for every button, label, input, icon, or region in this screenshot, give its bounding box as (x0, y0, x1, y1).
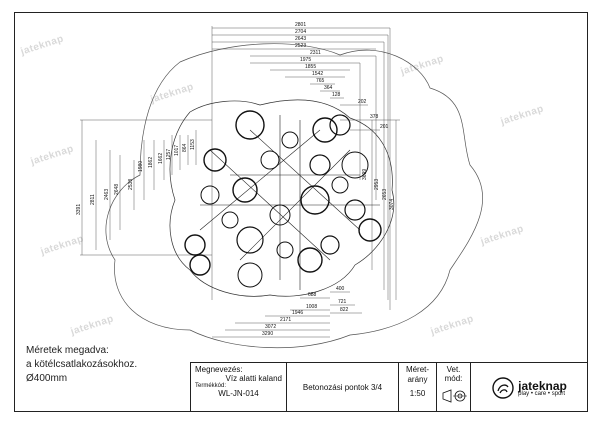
scale-label: Méret- (405, 365, 430, 374)
dim-label: 765 (316, 78, 325, 84)
drawing-sheet (14, 12, 588, 412)
name-label: Megnevezés: (195, 365, 243, 374)
bottom-dimensions (212, 291, 362, 338)
dim-label: 2523 (295, 43, 306, 49)
dim-label: 1542 (312, 71, 323, 77)
brand-tagline: play • care • sport (518, 390, 566, 397)
name-value: Víz alatti kaland (225, 374, 282, 383)
name-cell: Megnevezés: Víz alatti kaland Termékkód:… (191, 363, 287, 412)
note-line: Méretek megadva: (26, 345, 109, 356)
dim-label: 1153 (190, 139, 196, 150)
projection-cell: Vet. mód: (437, 363, 471, 412)
dim-label: 2704 (295, 29, 306, 35)
note-line: Ø400mm (26, 373, 68, 384)
top-dimension-labels: 2801 2704 2643 2523 2311 1975 1855 1542 … (295, 22, 341, 98)
dim-label: 1975 (300, 57, 311, 63)
dim-label: 1257 (166, 149, 172, 160)
code-value: WL-JN-014 (218, 389, 259, 398)
dim-label: 2643 (295, 36, 306, 42)
dim-label: 2953 (374, 179, 380, 190)
dim-label: 364 (324, 85, 333, 91)
dim-label: 400 (336, 286, 345, 292)
dim-label: 128 (332, 92, 341, 98)
left-dimension-labels: 3391 2811 2463 2648 2538 1980 1862 1662 … (76, 139, 196, 215)
right-dimension-labels: 202 378 201 3699 2953 2653 3074 (358, 99, 395, 210)
dim-label: 1946 (292, 310, 303, 316)
dim-label: 3699 (362, 169, 368, 180)
scale-label: arány (407, 375, 428, 384)
right-dimensions (340, 104, 400, 300)
view-label: Vet. mód: (444, 365, 463, 383)
dim-label: 3072 (265, 324, 276, 330)
dim-label: 202 (358, 99, 367, 105)
dim-label: 3290 (262, 331, 273, 337)
dim-label: 2801 (295, 22, 306, 28)
dim-label: 1855 (305, 64, 316, 70)
dim-label: 2463 (104, 189, 110, 200)
title-block: Megnevezés: Víz alatti kaland Termékkód:… (190, 362, 588, 412)
dim-label: 378 (370, 114, 379, 120)
dim-label: 2811 (90, 194, 96, 205)
brand-logo-icon (492, 376, 514, 399)
dim-label: 1980 (138, 161, 144, 172)
scale-cell: Méret- arány 1:50 (399, 363, 437, 412)
dim-label: 1008 (306, 304, 317, 310)
scale-value: 1:50 (409, 389, 426, 398)
dim-label: 721 (338, 299, 347, 305)
dim-label: 822 (340, 307, 349, 313)
dimension-notes: Méretek megadva: a kötélcsatlakozásokhoz… (26, 344, 137, 386)
concrete-points (184, 110, 382, 288)
dim-label: 2171 (280, 317, 291, 323)
bottom-dimension-labels: 400 688 721 1008 822 1946 2171 3072 3290 (262, 286, 349, 337)
top-dimensions (211, 26, 391, 310)
rope-network (199, 115, 380, 290)
dim-label: 2311 (310, 50, 321, 56)
dim-label: 3074 (389, 199, 395, 210)
dim-label: 1017 (174, 145, 180, 156)
dim-label: 201 (380, 124, 389, 130)
dim-label: 2648 (114, 184, 120, 195)
dim-label: 688 (308, 292, 317, 298)
drawing-title: Betonozási pontok 3/4 (287, 363, 399, 412)
dim-label: 1662 (158, 153, 164, 164)
dim-label: 2538 (128, 179, 134, 190)
code-label: Termékkód: (195, 383, 227, 389)
play-area-outline (169, 99, 394, 297)
left-dimensions (80, 119, 212, 256)
dim-label: 2653 (382, 189, 388, 200)
safety-zone-outline (105, 43, 483, 349)
dim-label: 864 (182, 143, 188, 152)
note-line: a kötélcsatlakozásokhoz. (26, 359, 138, 370)
dim-label: 1862 (148, 157, 154, 168)
projection-symbol-icon (442, 389, 467, 403)
brand-cell: jateknap play • care • sport (471, 363, 588, 412)
dim-label: 3391 (76, 204, 82, 215)
brand-name: jateknap (518, 378, 567, 393)
